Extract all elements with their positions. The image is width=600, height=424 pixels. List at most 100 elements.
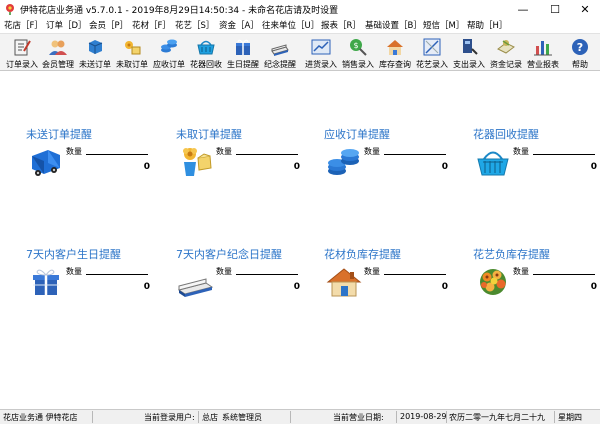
tool-label: 进货录入 (305, 60, 337, 69)
bouquet-icon (480, 269, 506, 295)
tool-label: 未送订单 (79, 60, 111, 69)
tool-unpicked[interactable]: 未取订单 (114, 35, 150, 70)
basket-icon (477, 151, 509, 176)
delivery-truck-icon (32, 150, 60, 176)
quantity-label: 数量 (66, 147, 82, 156)
tool-label: 销售录入 (342, 60, 374, 69)
flower-pot-icon (183, 148, 212, 176)
card-receivable[interactable]: 应收订单提醒 数量 0 (324, 126, 454, 196)
quantity-value: 0 (590, 282, 597, 292)
tool-receivable[interactable]: 应收订单 (151, 35, 187, 70)
menu-members[interactable]: 会员［P］ (89, 21, 129, 31)
tool-label: 纪念提醒 (264, 60, 296, 69)
menu-sms[interactable]: 短信［M］ (423, 21, 465, 31)
status-business-date-label: 当前营业日期: (333, 413, 384, 422)
tool-label: 会员管理 (42, 60, 74, 69)
unpicked-icon (125, 41, 141, 55)
status-user: 系统管理员 (222, 413, 262, 422)
tool-anniversary[interactable]: 纪念提醒 (262, 35, 298, 70)
tool-label: 花艺录入 (416, 60, 448, 69)
card-title[interactable]: 未送订单提醒 (26, 128, 92, 141)
card-unpicked[interactable]: 未取订单提醒 数量 0 (176, 126, 306, 196)
tool-birthday[interactable]: 生日提醒 (225, 35, 261, 70)
card-anniversary[interactable]: 7天内客户纪念日提醒 数量 0 (176, 246, 306, 316)
tool-floral-art[interactable]: 花艺录入 (414, 35, 450, 70)
svg-text:$: $ (353, 41, 358, 50)
status-business-date: 2019-08-29 (400, 412, 447, 421)
maximize-button[interactable]: ☐ (550, 2, 560, 16)
tool-inventory[interactable]: 库存查询 (377, 35, 413, 70)
minimize-button[interactable]: — (517, 2, 529, 16)
card-title[interactable]: 7天内客户纪念日提醒 (176, 248, 282, 261)
house-icon (326, 268, 362, 297)
app-icon (6, 4, 14, 15)
coins-icon (328, 149, 359, 175)
card-basket-return[interactable]: 花器回收提醒 数量 0 (473, 126, 600, 196)
divider (236, 274, 298, 275)
card-title[interactable]: 花器回收提醒 (473, 128, 539, 141)
toolbar: 订单录入 会员管理 未送订单 未取订单 应收订单 花器回收 生日提醒 纪念提醒 … (0, 33, 600, 71)
anniversary-icon (271, 44, 289, 56)
divider (533, 154, 595, 155)
divider (384, 154, 446, 155)
tool-expense[interactable]: 支出录入 (451, 35, 487, 70)
menu-basic-settings[interactable]: 基础设置［B］ (365, 21, 422, 31)
menu-flowers[interactable]: 花材［F］ (132, 21, 171, 31)
tool-label: 订单录入 (6, 60, 38, 69)
menu-store[interactable]: 花店［F］ (4, 21, 43, 31)
svg-text:?: ? (577, 41, 583, 54)
card-title[interactable]: 应收订单提醒 (324, 128, 390, 141)
card-title[interactable]: 7天内客户生日提醒 (26, 248, 121, 261)
order-entry-icon (14, 39, 31, 56)
quantity-value: 0 (293, 282, 300, 292)
status-separator (554, 411, 555, 423)
tool-funds[interactable]: 资金记录 (488, 35, 524, 70)
receivable-icon (161, 39, 177, 53)
divider (533, 274, 595, 275)
card-birthday[interactable]: 7天内客户生日提醒 数量 0 (26, 246, 156, 316)
close-button[interactable]: ✕ (580, 2, 590, 16)
card-title[interactable]: 花艺负库存提醒 (473, 248, 550, 261)
tool-purchase[interactable]: 进货录入 (303, 35, 339, 70)
menu-funds[interactable]: 资金［A］ (219, 21, 259, 31)
card-undelivered[interactable]: 未送订单提醒 数量 0 (26, 126, 156, 196)
menu-orders[interactable]: 订单［D］ (46, 21, 87, 31)
help-icon: ? (572, 39, 588, 55)
tool-basket[interactable]: 花器回收 (188, 35, 224, 70)
menu-reports[interactable]: 报表［R］ (321, 21, 361, 31)
quantity-label: 数量 (364, 147, 380, 156)
card-flower-stock[interactable]: 花材负库存提醒 数量 0 (324, 246, 454, 316)
gift-stack-icon (178, 278, 214, 297)
tool-label: 帮助 (572, 60, 588, 69)
quantity-label: 数量 (216, 147, 232, 156)
card-title[interactable]: 未取订单提醒 (176, 128, 242, 141)
menu-help[interactable]: 帮助［H］ (467, 21, 508, 31)
tool-report[interactable]: 营业报表 (525, 35, 561, 70)
gift-box-icon (33, 269, 59, 295)
status-login-label: 当前登录用户: (144, 413, 195, 422)
tool-help[interactable]: ? 帮助 (562, 35, 598, 70)
status-separator (290, 411, 291, 423)
divider (86, 154, 148, 155)
menu-floral-art[interactable]: 花艺［S］ (175, 21, 215, 31)
tool-order-entry[interactable]: 订单录入 (4, 35, 40, 70)
quantity-label: 数量 (216, 267, 232, 276)
card-title[interactable]: 花材负库存提醒 (324, 248, 401, 261)
card-floral-art-stock[interactable]: 花艺负库存提醒 数量 0 (473, 246, 600, 316)
tool-label: 生日提醒 (227, 60, 259, 69)
menu-partners[interactable]: 往来单位［U］ (262, 21, 320, 31)
tool-label: 资金记录 (490, 60, 522, 69)
tool-members[interactable]: 会员管理 (40, 35, 76, 70)
status-weekday: 星期四 (558, 413, 582, 422)
status-separator (446, 411, 447, 423)
status-separator (92, 411, 93, 423)
tool-undelivered[interactable]: 未送订单 (77, 35, 113, 70)
tool-sales[interactable]: $ 销售录入 (340, 35, 376, 70)
report-icon (534, 41, 552, 56)
birthday-icon (236, 39, 250, 55)
divider (86, 274, 148, 275)
basket-icon (197, 40, 215, 55)
tool-label: 营业报表 (527, 60, 559, 69)
reminder-panel: 未送订单提醒 数量 0 未取订单提醒 数量 0 应收订单提醒 (0, 72, 600, 408)
quantity-label: 数量 (364, 267, 380, 276)
